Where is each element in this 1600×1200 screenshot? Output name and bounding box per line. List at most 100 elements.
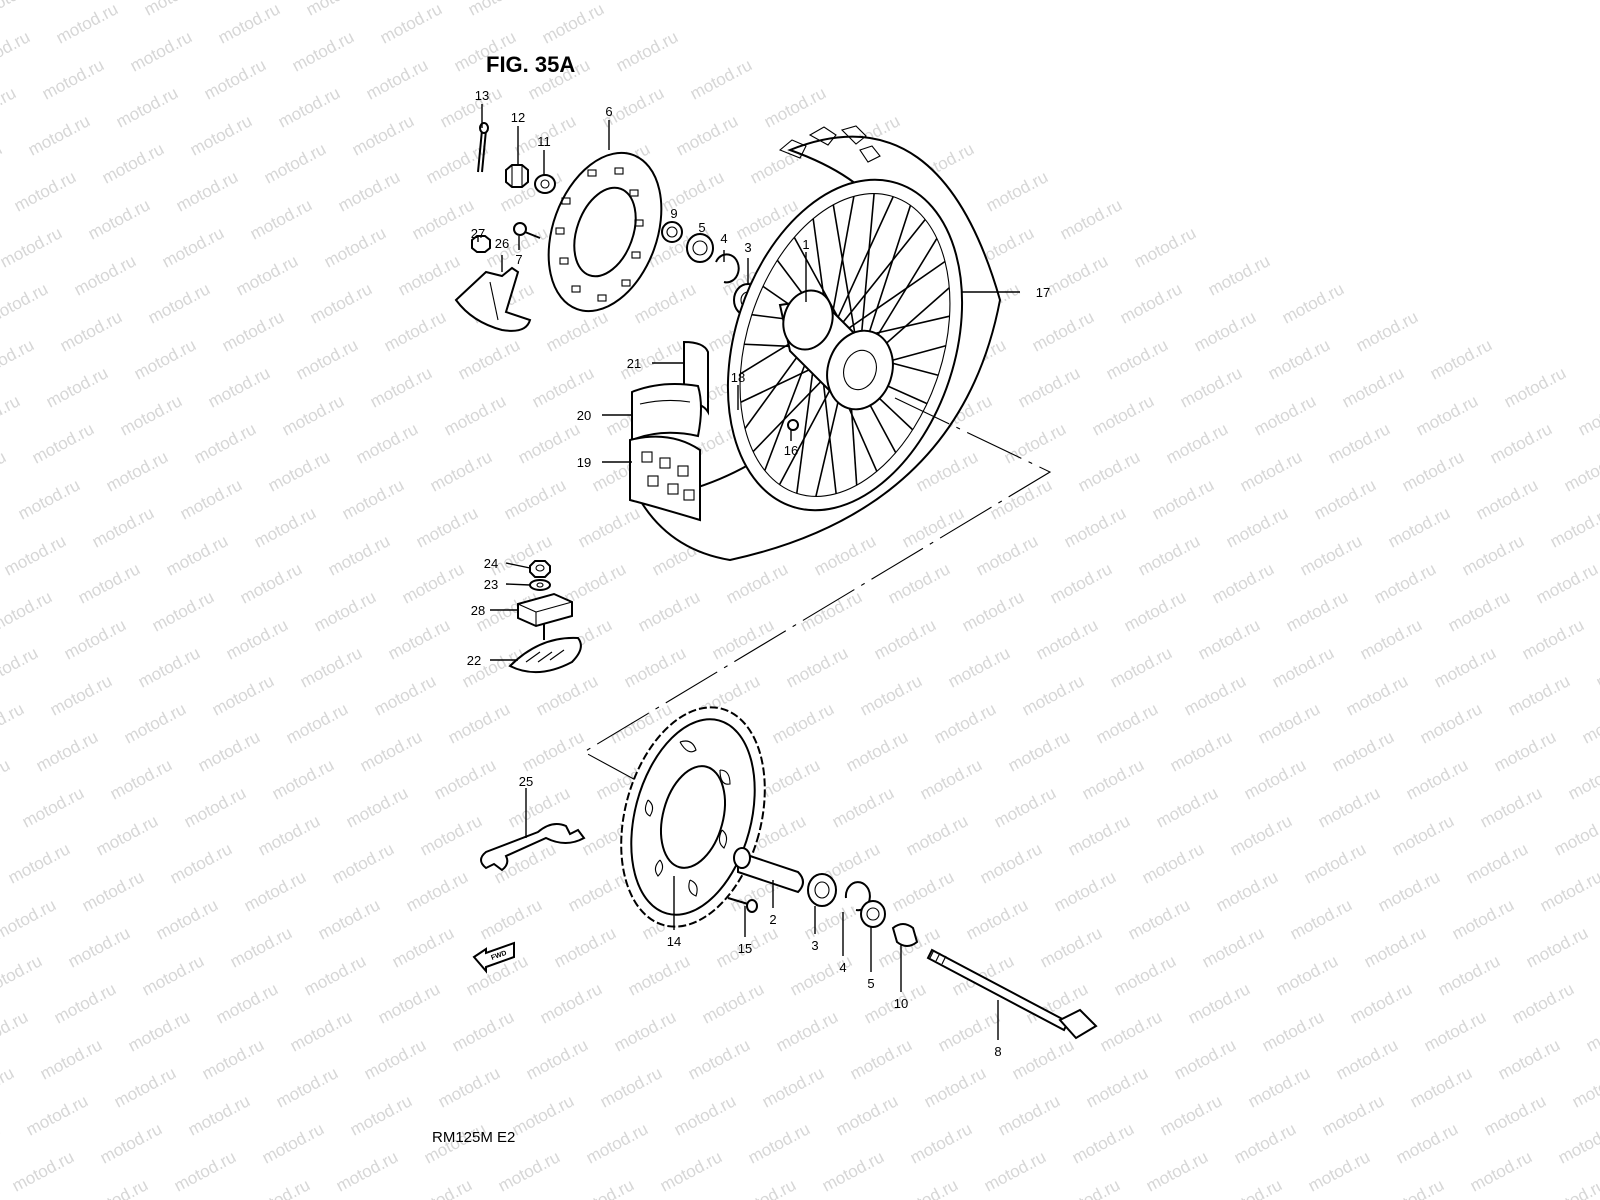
watermark-text: motod.ru <box>509 1091 577 1139</box>
watermark-text: motod.ru <box>797 587 865 635</box>
watermark-text: motod.ru <box>51 979 119 1027</box>
watermark-text: motod.ru <box>413 503 481 551</box>
watermark-text: motod.ru <box>631 279 699 327</box>
callout-2: 2 <box>769 912 776 927</box>
spoke <box>834 260 946 339</box>
watermark-text: motod.ru <box>769 699 837 747</box>
watermark-text: motod.ru <box>1537 867 1600 915</box>
watermark-text: motod.ru <box>561 559 629 607</box>
watermark-text: motod.ru <box>1001 419 1069 467</box>
watermark-text: motod.ru <box>399 559 467 607</box>
watermark-text: motod.ru <box>1565 755 1600 803</box>
watermark-text: motod.ru <box>43 363 111 411</box>
watermark-text: motod.ru <box>275 83 343 131</box>
watermark-text: motod.ru <box>1069 1119 1137 1167</box>
watermark-text: motod.ru <box>1149 475 1217 523</box>
callout-28: 28 <box>471 603 485 618</box>
watermark-text: motod.ru <box>0 951 45 999</box>
watermark-text: motod.ru <box>131 335 199 383</box>
watermark-text: motod.ru <box>1467 1147 1535 1195</box>
watermark-text: motod.ru <box>1093 699 1161 747</box>
rear-axle <box>926 948 1098 1040</box>
watermark-text: motod.ru <box>1199 923 1267 971</box>
watermark-text: motod.ru <box>1279 279 1347 327</box>
watermark-text: motod.ru <box>139 951 207 999</box>
watermark-text: motod.ru <box>9 1147 77 1195</box>
watermark-text: motod.ru <box>539 0 607 48</box>
watermark-text: motod.ru <box>1427 335 1495 383</box>
watermark-text: motod.ru <box>39 55 107 103</box>
watermark-text: motod.ru <box>1509 979 1577 1027</box>
callout-15: 15 <box>738 941 752 956</box>
watermark-text: motod.ru <box>1029 307 1097 355</box>
watermark-text: motod.ru <box>1301 839 1369 887</box>
callout-24: 24 <box>484 556 498 571</box>
watermark-text: motod.ru <box>1459 531 1527 579</box>
watermark-text: motod.ru <box>0 895 59 943</box>
watermark-text: motod.ru <box>597 1063 665 1111</box>
watermark-text: motod.ru <box>385 615 453 663</box>
callout-labels: 13 12 11 6 27 26 7 9 5 4 3 1 17 21 18 20… <box>467 88 1050 1059</box>
watermark-text: motod.ru <box>1019 671 1087 719</box>
watermark-text: motod.ru <box>153 895 221 943</box>
watermark-text: motod.ru <box>1065 811 1133 859</box>
watermark-text: motod.ru <box>889 867 957 915</box>
watermark-text: motod.ru <box>83 1175 151 1200</box>
watermark-text: motod.ru <box>991 783 1059 831</box>
watermark-text: motod.ru <box>61 615 129 663</box>
watermark-text: motod.ru <box>185 1091 253 1139</box>
watermark-text: motod.ru <box>255 811 323 859</box>
watermark-text: motod.ru <box>375 979 443 1027</box>
watermark-text: motod.ru <box>857 671 925 719</box>
figure-title: FIG. 35A <box>486 52 575 77</box>
watermark-text: motod.ru <box>1413 391 1481 439</box>
watermark-text: motod.ru <box>1417 699 1485 747</box>
watermark-text: motod.ru <box>377 0 445 48</box>
watermark-text: motod.ru <box>103 447 171 495</box>
watermark-text: motod.ru <box>533 671 601 719</box>
watermark-text: motod.ru <box>233 251 301 299</box>
watermark-text: motod.ru <box>1283 587 1351 635</box>
watermark-text: motod.ru <box>311 587 379 635</box>
watermark-text: motod.ru <box>0 1063 17 1111</box>
watermark-text: motod.ru <box>0 587 55 635</box>
watermark-text: motod.ru <box>871 615 939 663</box>
watermark-text: motod.ru <box>283 699 351 747</box>
watermark-text: motod.ru <box>1541 1175 1600 1200</box>
watermark-text: motod.ru <box>213 979 281 1027</box>
watermark-text: motod.ru <box>293 335 361 383</box>
callout-13: 13 <box>475 88 489 103</box>
watermark-text: motod.ru <box>335 167 403 215</box>
watermark-text: motod.ru <box>959 587 1027 635</box>
tire-tread <box>629 435 701 522</box>
watermark-text: motod.ru <box>279 391 347 439</box>
watermark-text: motod.ru <box>99 139 167 187</box>
watermark-text: motod.ru <box>1181 671 1249 719</box>
watermark-text: motod.ru <box>987 475 1055 523</box>
watermark-text: motod.ru <box>1171 1035 1239 1083</box>
watermark-text: motod.ru <box>1389 811 1457 859</box>
watermark-text: motod.ru <box>301 951 369 999</box>
watermark-text: motod.ru <box>159 223 227 271</box>
rim-lock-nut <box>529 560 551 578</box>
watermark-text: motod.ru <box>1555 1119 1600 1167</box>
callout-20: 20 <box>577 408 591 423</box>
bearing-lower <box>807 873 837 907</box>
watermark-text: motod.ru <box>495 1147 563 1195</box>
callout-6: 6 <box>605 104 612 119</box>
watermark-text: motod.ru <box>0 0 47 20</box>
watermark-text: motod.ru <box>1403 755 1471 803</box>
watermark-text: motod.ru <box>395 251 463 299</box>
watermark-text: motod.ru <box>551 923 619 971</box>
watermark-text: motod.ru <box>477 895 545 943</box>
watermark-text: motod.ru <box>783 643 851 691</box>
watermark-text: motod.ru <box>97 1119 165 1167</box>
watermark-text: motod.ru <box>445 699 513 747</box>
watermark-text: motod.ru <box>501 475 569 523</box>
watermark-text: motod.ru <box>515 419 583 467</box>
watermark-text: motod.ru <box>303 0 371 20</box>
callout-19: 19 <box>577 455 591 470</box>
watermark-text: motod.ru <box>93 811 161 859</box>
watermark-text: motod.ru <box>265 447 333 495</box>
